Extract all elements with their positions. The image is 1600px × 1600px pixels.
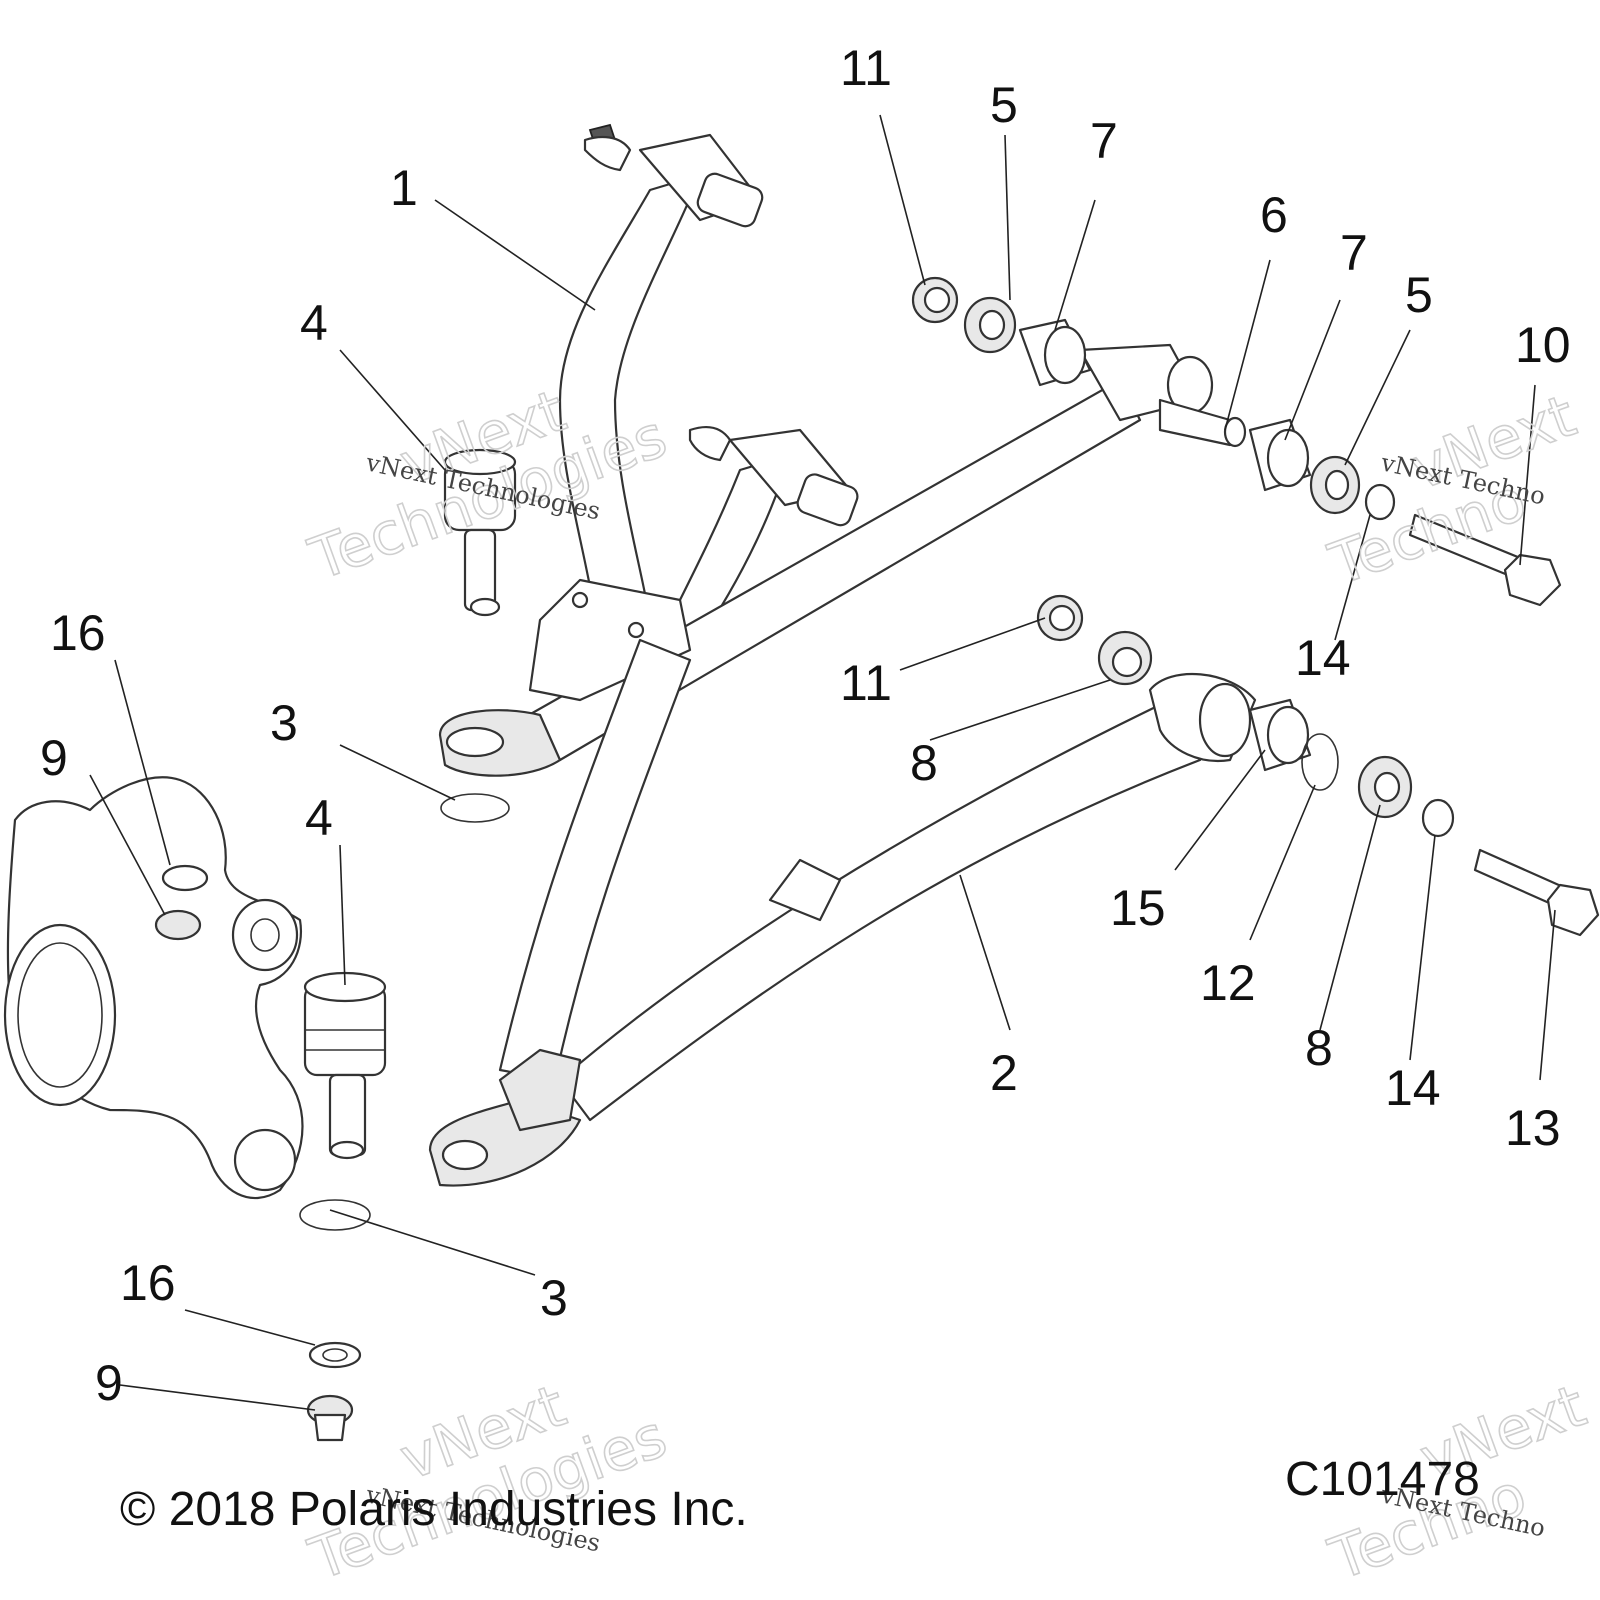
callout-1: 1	[390, 160, 418, 216]
callout-14-lower: 14	[1385, 1060, 1441, 1116]
callout-10: 10	[1515, 317, 1571, 373]
callout-8-right: 8	[1305, 1020, 1333, 1076]
figure-id: C101478	[1285, 1453, 1480, 1506]
callout-9-lower: 9	[95, 1355, 123, 1411]
washer-16-lower-hole	[322, 1348, 348, 1362]
callout-4-lower: 4	[305, 790, 333, 846]
ball-joint-lower	[303, 971, 387, 1160]
washer-16-lower	[308, 1341, 362, 1369]
callout-2: 2	[990, 1045, 1018, 1101]
snap-ring-lower	[299, 1199, 371, 1231]
callout-13: 13	[1505, 1100, 1561, 1156]
leader-lines	[89, 114, 1556, 1411]
callout-11-lower: 11	[840, 655, 892, 711]
callout-3-lower: 3	[540, 1270, 568, 1326]
bushing-9-lower-body	[313, 1413, 347, 1442]
lower-bushing-hardware	[1036, 594, 1600, 937]
callout-3-upper: 3	[270, 695, 298, 751]
lower-a-arm	[428, 638, 1257, 1187]
bushing-9-upper	[154, 909, 202, 941]
callout-5-upper-right: 5	[1405, 267, 1433, 323]
callout-8-left: 8	[910, 735, 938, 791]
callout-numbers: 1 2 3 3 4 4 5 5 6 7 7 8 8 9 9 10 11 11 1…	[40, 40, 1571, 1411]
callout-11-upper: 11	[840, 40, 892, 96]
callout-4-upper: 4	[300, 295, 328, 351]
callout-16-upper: 16	[50, 605, 106, 661]
washer-16-upper	[161, 864, 209, 892]
callout-7-left: 7	[1090, 113, 1118, 169]
copyright-text: © 2018 Polaris Industries Inc.	[120, 1483, 748, 1536]
callout-15: 15	[1110, 880, 1166, 936]
callout-9-upper: 9	[40, 730, 68, 786]
callout-7-right: 7	[1340, 225, 1368, 281]
upper-a-arm	[438, 123, 1247, 777]
callout-6: 6	[1260, 187, 1288, 243]
ball-joint-upper	[443, 448, 517, 617]
callout-12: 12	[1200, 955, 1256, 1011]
callout-5-upper-left: 5	[990, 77, 1018, 133]
steering-knuckle	[3, 776, 304, 1200]
callout-14-upper: 14	[1295, 630, 1351, 686]
callout-16-lower: 16	[120, 1255, 176, 1311]
snap-ring-upper	[440, 793, 510, 823]
upper-bushing-hardware	[911, 276, 1562, 607]
